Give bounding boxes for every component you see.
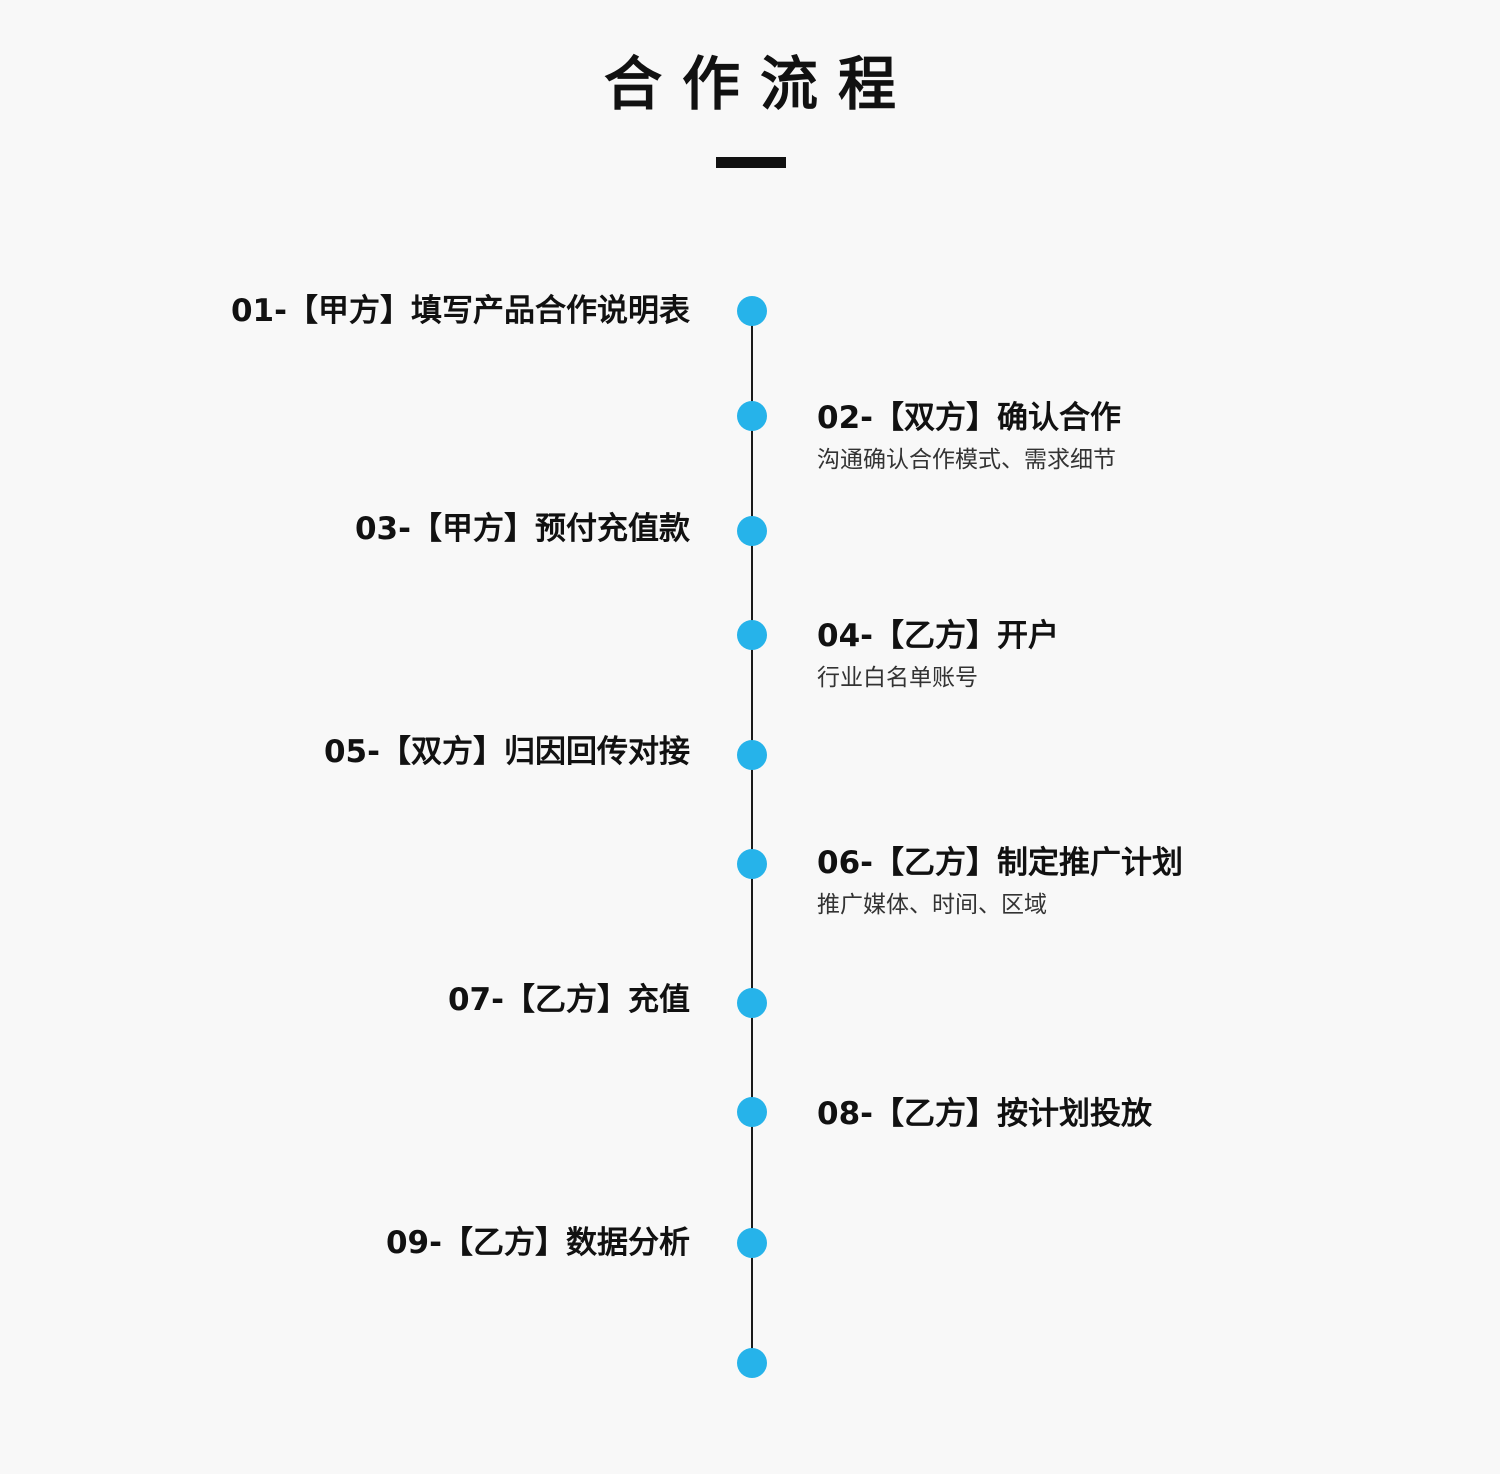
- step-09: 09-【乙方】数据分析: [386, 1223, 690, 1263]
- timeline-dot-04: [737, 620, 767, 650]
- timeline-line: [751, 310, 753, 1363]
- timeline-dot-end: [737, 1348, 767, 1378]
- step-08: 08-【乙方】按计划投放: [817, 1094, 1152, 1134]
- timeline-dot-01: [737, 296, 767, 326]
- step-title: 02-【双方】确认合作: [817, 400, 1122, 436]
- timeline-dot-02: [737, 401, 767, 431]
- step-title: 01-【甲方】填写产品合作说明表: [230, 293, 690, 329]
- step-02: 02-【双方】确认合作 沟通确认合作模式、需求细节: [817, 398, 1121, 476]
- step-title: 03-【甲方】预付充值款: [354, 511, 690, 547]
- step-01: 01-【甲方】填写产品合作说明表: [231, 291, 690, 331]
- timeline-dot-07: [737, 988, 767, 1018]
- step-title: 08-【乙方】按计划投放: [817, 1096, 1153, 1132]
- timeline-dot-09: [737, 1228, 767, 1258]
- step-title: 04-【乙方】开户: [817, 618, 1060, 654]
- step-title: 07-【乙方】充值: [447, 982, 690, 1018]
- timeline-dot-06: [737, 849, 767, 879]
- timeline-dot-08: [737, 1097, 767, 1127]
- step-description: 行业白名单账号: [817, 665, 978, 691]
- step-07: 07-【乙方】充值: [448, 980, 690, 1020]
- step-06: 06-【乙方】制定推广计划 推广媒体、时间、区域: [817, 843, 1183, 921]
- timeline-dot-05: [737, 740, 767, 770]
- step-03: 03-【甲方】预付充值款: [355, 509, 690, 549]
- step-04: 04-【乙方】开户 行业白名单账号: [817, 616, 1059, 694]
- step-title: 06-【乙方】制定推广计划: [817, 845, 1184, 881]
- step-title: 05-【双方】归因回传对接: [323, 734, 690, 770]
- step-description: 推广媒体、时间、区域: [817, 892, 1047, 918]
- step-title: 09-【乙方】数据分析: [385, 1225, 690, 1261]
- step-description: 沟通确认合作模式、需求细节: [817, 447, 1116, 473]
- page-title: 合作流程: [603, 50, 916, 118]
- title-underline: [716, 157, 786, 168]
- step-05: 05-【双方】归因回传对接: [324, 732, 690, 772]
- timeline-dot-03: [737, 516, 767, 546]
